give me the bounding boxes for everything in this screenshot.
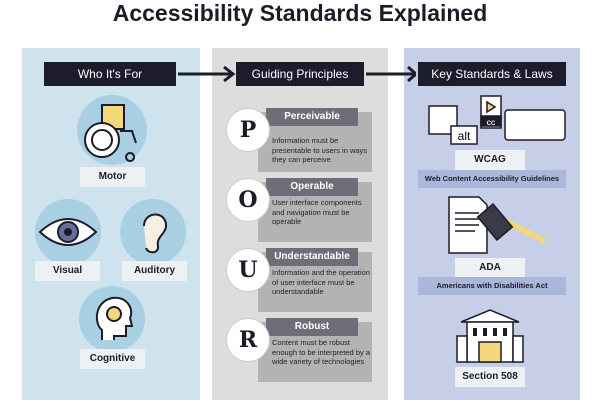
ear-icon bbox=[143, 213, 168, 254]
principle-letter: R bbox=[226, 318, 270, 362]
standards-header: Key Standards & Laws bbox=[418, 62, 566, 86]
principle-letter: O bbox=[226, 178, 270, 222]
alt-text-label: alt bbox=[458, 129, 471, 143]
principle-name: Robust bbox=[266, 318, 358, 336]
standard-name-508: Section 508 bbox=[455, 367, 525, 387]
arrow-right-icon bbox=[178, 65, 236, 83]
principles-header: Guiding Principles bbox=[236, 62, 364, 86]
principle-name: Understandable bbox=[266, 248, 358, 266]
principle-name: Perceivable bbox=[266, 108, 358, 126]
who-label-visual: Visual bbox=[35, 261, 100, 281]
eye-icon bbox=[38, 218, 98, 246]
keyboard-icon bbox=[504, 109, 566, 141]
principle-text: Information must be presentable to users… bbox=[272, 136, 368, 164]
who-header: Who It's For bbox=[44, 62, 176, 86]
document-gavel-icon bbox=[448, 196, 547, 254]
who-label-cognitive: Cognitive bbox=[80, 349, 145, 369]
standard-name-ada: ADA bbox=[455, 258, 525, 278]
principle-letter: P bbox=[226, 108, 270, 152]
who-label-auditory: Auditory bbox=[122, 261, 187, 281]
cc-label: CC bbox=[487, 121, 496, 127]
wheelchair-icon bbox=[84, 104, 137, 162]
arrow-right-icon bbox=[366, 65, 416, 83]
head-gear-icon bbox=[95, 296, 134, 340]
who-label-motor: Motor bbox=[80, 167, 145, 187]
principle-text: Information and the operation of user in… bbox=[272, 268, 370, 296]
standard-full-wcag: Web Content Accessibility Guidelines bbox=[418, 170, 566, 188]
standard-name-wcag: WCAG bbox=[455, 150, 525, 170]
government-building-icon bbox=[456, 309, 524, 363]
standard-full-ada: Americans with Disabilities Act bbox=[418, 277, 566, 295]
principle-text: User interface components and navigation… bbox=[272, 198, 362, 226]
arrow-icons bbox=[178, 65, 416, 83]
web-accessibility-icons: alt CC bbox=[428, 95, 566, 145]
principle-text: Content must be robust enough to be inte… bbox=[272, 338, 370, 366]
principle-letter: U bbox=[226, 248, 270, 292]
page-title: Accessibility Standards Explained bbox=[112, 0, 488, 26]
principle-name: Operable bbox=[266, 178, 358, 196]
